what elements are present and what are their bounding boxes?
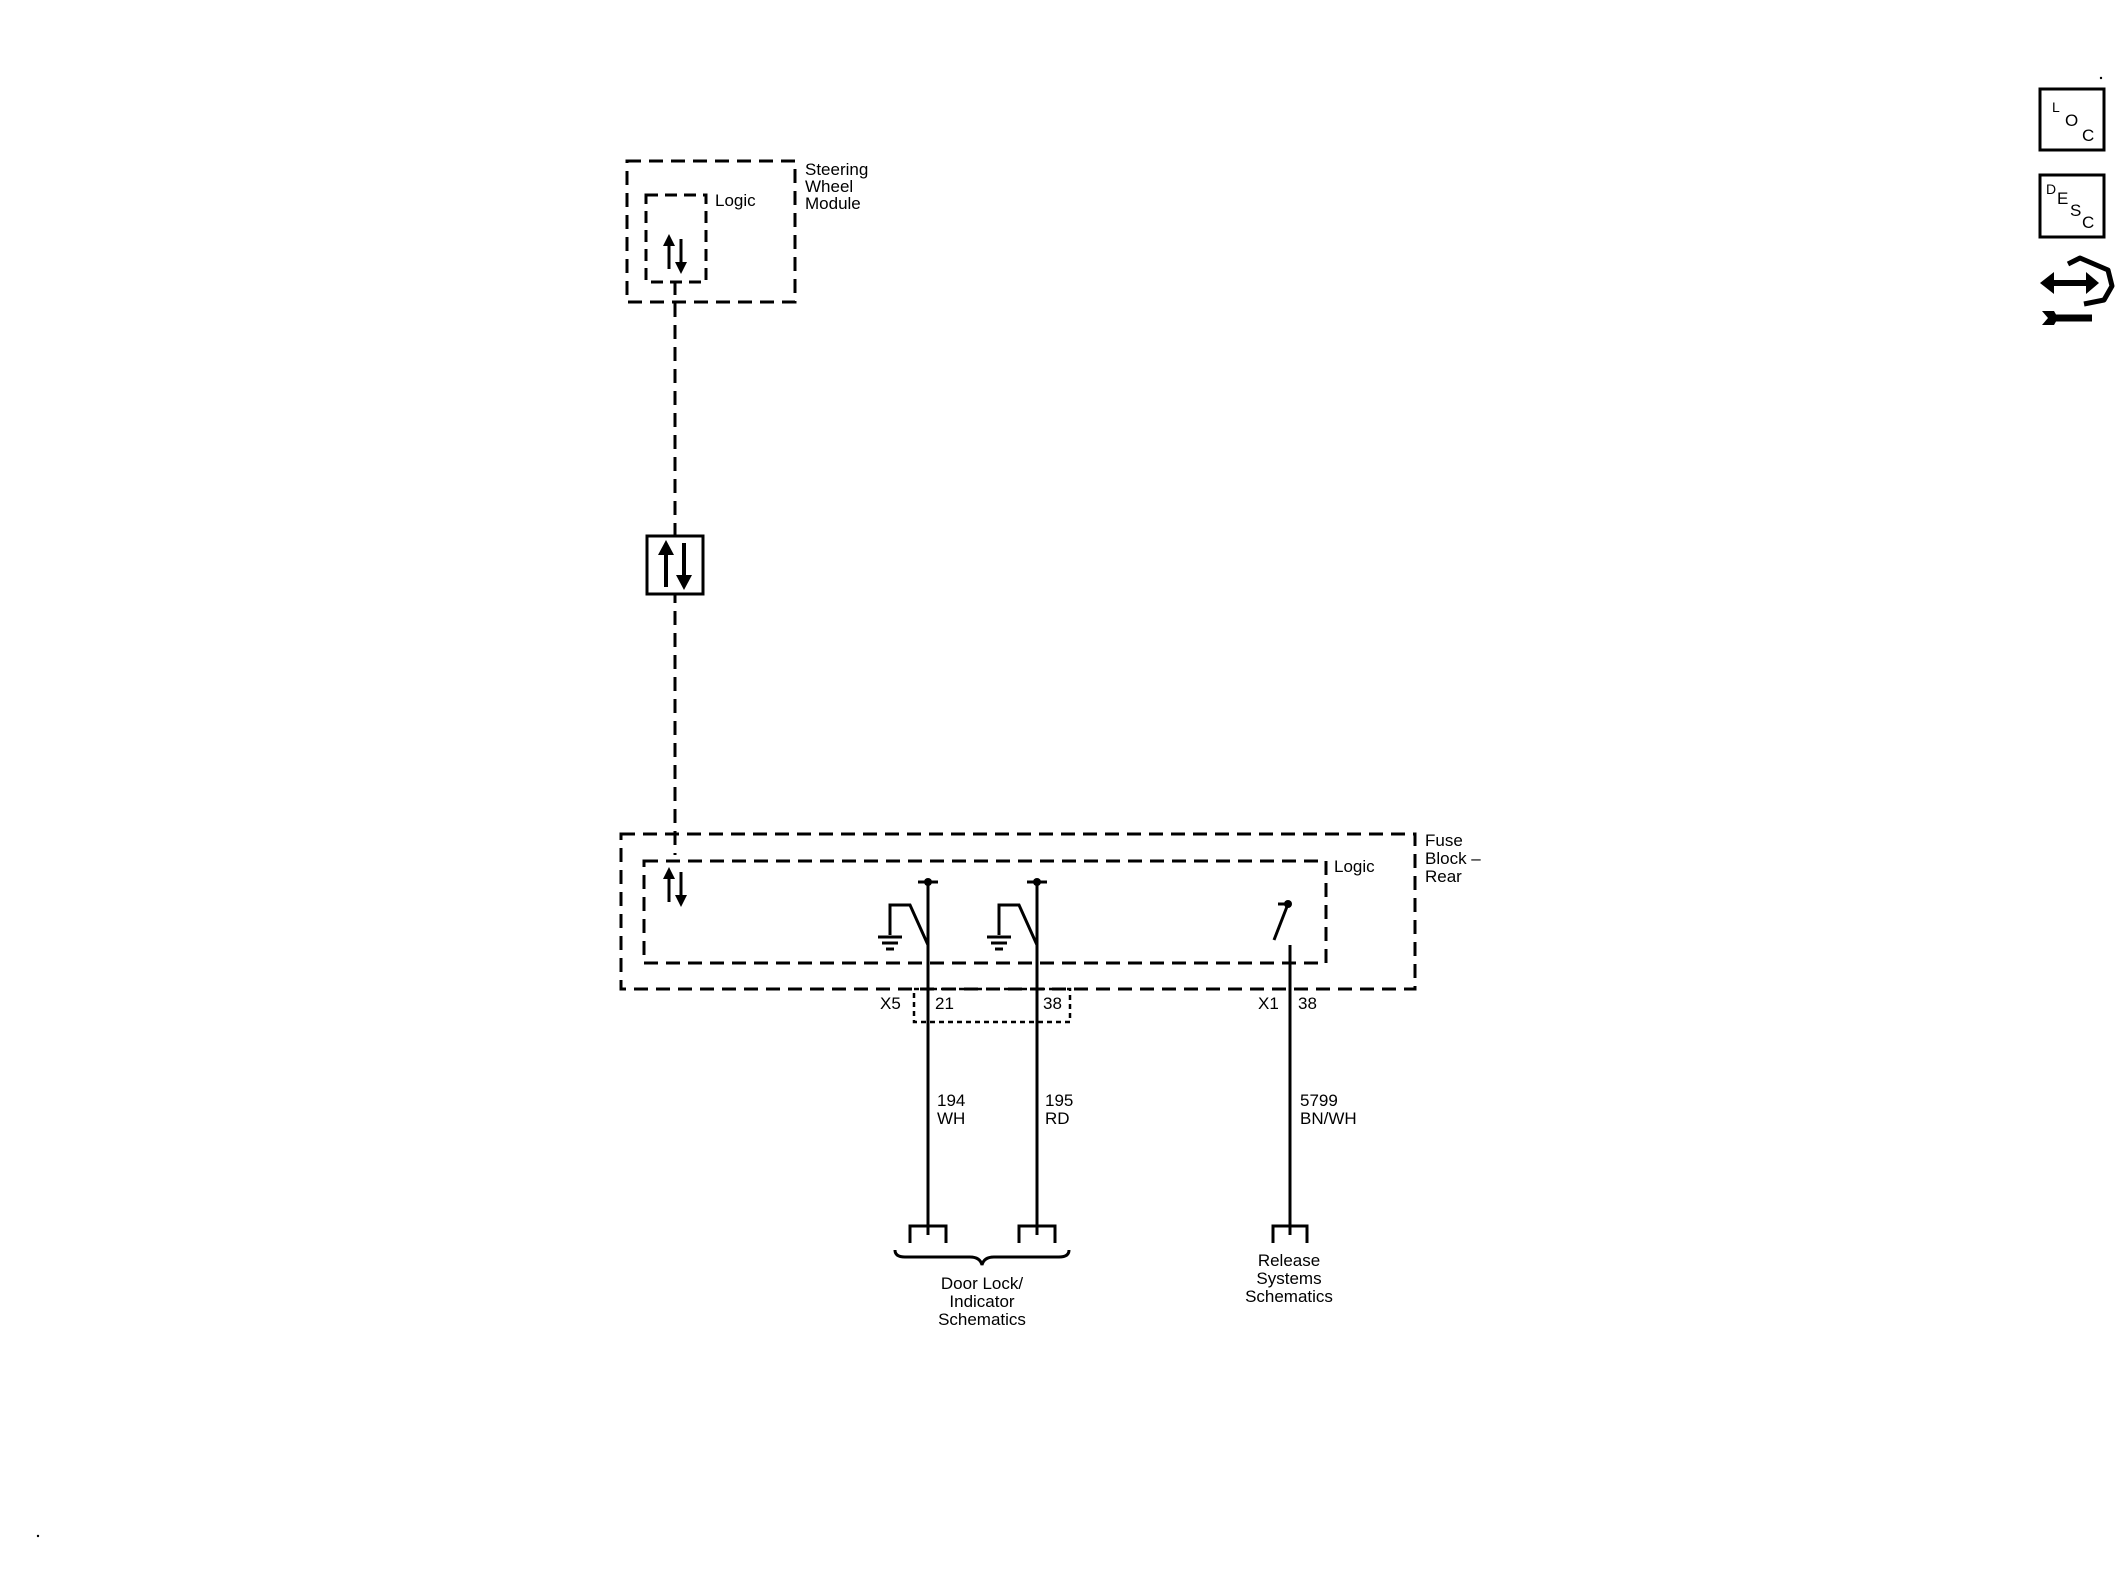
- location-button-letter-3: C: [2082, 126, 2094, 145]
- wire-5799-circuit: 5799: [1300, 1091, 1338, 1110]
- fuse-block-logic-label: Logic: [1334, 857, 1375, 876]
- connector-x5-label: X5: [880, 994, 901, 1013]
- steering-wheel-module-label-3: Module: [805, 194, 861, 213]
- door-lock-reference[interactable]: Door Lock/ Indicator Schematics: [893, 1249, 1071, 1329]
- fuse-block-rear-label-3: Rear: [1425, 867, 1462, 886]
- description-button-icon: [2038, 173, 2106, 239]
- steering-wheel-logic-outline: [644, 193, 708, 284]
- connector-x1-label: X1: [1258, 994, 1279, 1013]
- reference-brace: [893, 1249, 1071, 1266]
- connector-x5-pin-21: 21: [935, 994, 954, 1013]
- serial-data-symbol-box: [645, 534, 705, 596]
- stray-dot: [36, 1534, 40, 1538]
- ground-icon: [987, 935, 1011, 951]
- input-circuit-5799: [1272, 900, 1292, 963]
- wire-5799-color: BN/WH: [1300, 1109, 1357, 1128]
- connector-x5-pin-38: 38: [1043, 994, 1062, 1013]
- connector-end-view-icon: [2040, 255, 2115, 325]
- serial-data-icon: [663, 234, 687, 274]
- location-button-letter-2: O: [2065, 111, 2078, 130]
- release-systems-reference-line-2: Systems: [1256, 1269, 1321, 1288]
- stray-dot: [2099, 76, 2103, 80]
- door-lock-reference-line-3: Schematics: [938, 1310, 1026, 1329]
- driver-circuit-195: [987, 878, 1047, 951]
- steering-wheel-module: Steering Wheel Module Logic: [625, 159, 868, 304]
- fuse-block-rear-label-2: Block –: [1425, 849, 1481, 868]
- fuse-block-logic-outline: [642, 859, 1328, 965]
- serial-data-icon: [658, 540, 692, 590]
- location-button-icon: [2038, 87, 2106, 152]
- location-button[interactable]: L O C: [2038, 87, 2106, 152]
- wire-195: 195 RD: [1017, 945, 1073, 1243]
- wire-194-circuit: 194: [937, 1091, 965, 1110]
- terminal-5799: [1271, 1224, 1309, 1243]
- terminal-195: [1017, 1224, 1057, 1243]
- driver-circuit-194: [878, 878, 938, 951]
- door-lock-reference-line-1: Door Lock/: [941, 1274, 1023, 1293]
- steering-wheel-logic-label: Logic: [715, 191, 756, 210]
- fuse-block-rear-label-1: Fuse: [1425, 831, 1463, 850]
- connector-x1: X1 38: [1258, 994, 1317, 1013]
- fuse-block-rear: Fuse Block – Rear Logic: [619, 831, 1481, 991]
- wire-195-circuit: 195: [1045, 1091, 1073, 1110]
- terminal-194: [908, 1224, 948, 1243]
- wire-195-color: RD: [1045, 1109, 1070, 1128]
- fuse-block-rear-outline: [619, 832, 1417, 991]
- connector-x5: X5 21 38: [880, 987, 1072, 1024]
- location-button-letter-1: L: [2052, 99, 2060, 115]
- release-systems-reference-line-1: Release: [1258, 1251, 1320, 1270]
- release-systems-reference-line-3: Schematics: [1245, 1287, 1333, 1306]
- connector-end-view-button[interactable]: [2040, 255, 2115, 325]
- release-systems-reference[interactable]: Release Systems Schematics: [1245, 1251, 1333, 1306]
- description-button-letter-2: E: [2057, 189, 2068, 208]
- wire-194-color: WH: [937, 1109, 965, 1128]
- ground-icon: [878, 935, 902, 951]
- door-lock-reference-line-2: Indicator: [949, 1292, 1015, 1311]
- description-button-letter-1: D: [2046, 181, 2056, 197]
- description-button-letter-3: S: [2070, 201, 2081, 220]
- connector-x5-outline: [912, 987, 1072, 1024]
- connector-x1-pin-38: 38: [1298, 994, 1317, 1013]
- description-button[interactable]: D E S C: [2038, 173, 2106, 239]
- serial-data-symbol: [645, 534, 705, 596]
- steering-wheel-module-label-2: Wheel: [805, 177, 853, 196]
- description-button-letter-4: C: [2082, 213, 2094, 232]
- wire-5799: 5799 BN/WH: [1271, 963, 1357, 1243]
- serial-data-icon: [663, 867, 687, 907]
- wire-194: 194 WH: [908, 945, 965, 1243]
- steering-wheel-module-label-1: Steering: [805, 160, 868, 179]
